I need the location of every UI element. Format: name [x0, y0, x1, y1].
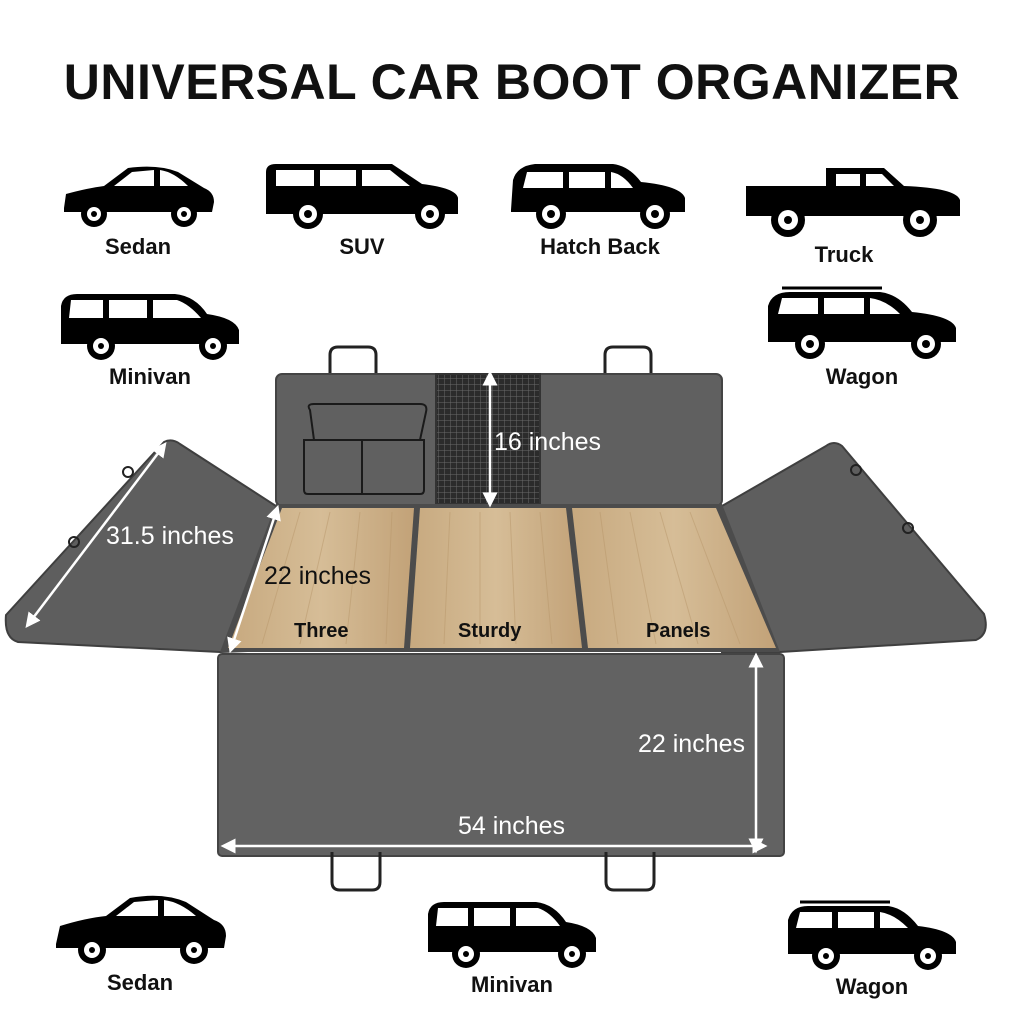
wagon-icon — [768, 286, 956, 359]
vehicle-label: Truck — [814, 242, 874, 267]
panel-label-1: Three — [294, 620, 349, 642]
vehicle-suv: SUV — [262, 158, 462, 260]
wood-panel-2 — [410, 508, 582, 648]
vehicle-minivan-mid: Minivan — [50, 288, 250, 390]
back-handle-left — [328, 345, 378, 385]
label-back-height: 16 inches — [494, 428, 602, 456]
vehicle-label: Hatch Back — [540, 234, 660, 259]
arrow-side-length — [25, 442, 167, 628]
minivan-icon — [61, 294, 239, 360]
vehicle-label: Sedan — [104, 234, 172, 259]
bumper-handle-left — [330, 852, 382, 892]
right-side-flap — [721, 442, 987, 653]
sedan-icon — [56, 895, 226, 964]
vehicle-minivan-bottom: Minivan — [412, 896, 612, 998]
hatchback-icon — [511, 164, 685, 229]
vehicle-sedan-top: Sedan — [38, 158, 238, 260]
vehicle-sedan-bottom: Sedan — [40, 886, 240, 996]
label-width: 54 inches — [458, 812, 566, 840]
storage-pocket — [303, 403, 428, 495]
vehicle-label: Wagon — [825, 364, 899, 389]
vehicle-label: Wagon — [835, 974, 909, 999]
vehicle-truck: Truck — [744, 158, 960, 268]
minivan-icon — [428, 902, 596, 968]
label-bumper-height: 22 inches — [638, 730, 746, 758]
wagon-icon — [788, 900, 956, 970]
label-floor-depth: 22 inches — [264, 562, 372, 590]
back-handle-right — [603, 345, 653, 385]
sedan-icon — [64, 166, 214, 227]
arrow-floor-depth — [227, 504, 281, 654]
label-side-length: 31.5 inches — [106, 522, 234, 550]
vehicle-label: SUV — [339, 234, 385, 259]
vehicle-label: Sedan — [106, 970, 174, 995]
wood-panel-3 — [572, 508, 776, 648]
vehicle-label: Minivan — [109, 364, 191, 389]
panel-label-2: Sturdy — [458, 620, 522, 642]
truck-icon — [746, 168, 960, 237]
vehicle-wagon-mid: Wagon — [762, 284, 962, 390]
panel-label-3: Panels — [646, 620, 711, 642]
suv-icon — [266, 164, 458, 229]
vehicle-hatchback: Hatch Back — [500, 158, 700, 260]
vehicle-wagon-bottom: Wagon — [772, 898, 972, 1000]
page-title: UNIVERSAL CAR BOOT ORGANIZER — [63, 54, 961, 110]
vehicle-label: Minivan — [471, 972, 553, 997]
bumper-handle-right — [604, 852, 656, 892]
bumper-flap — [217, 653, 785, 857]
